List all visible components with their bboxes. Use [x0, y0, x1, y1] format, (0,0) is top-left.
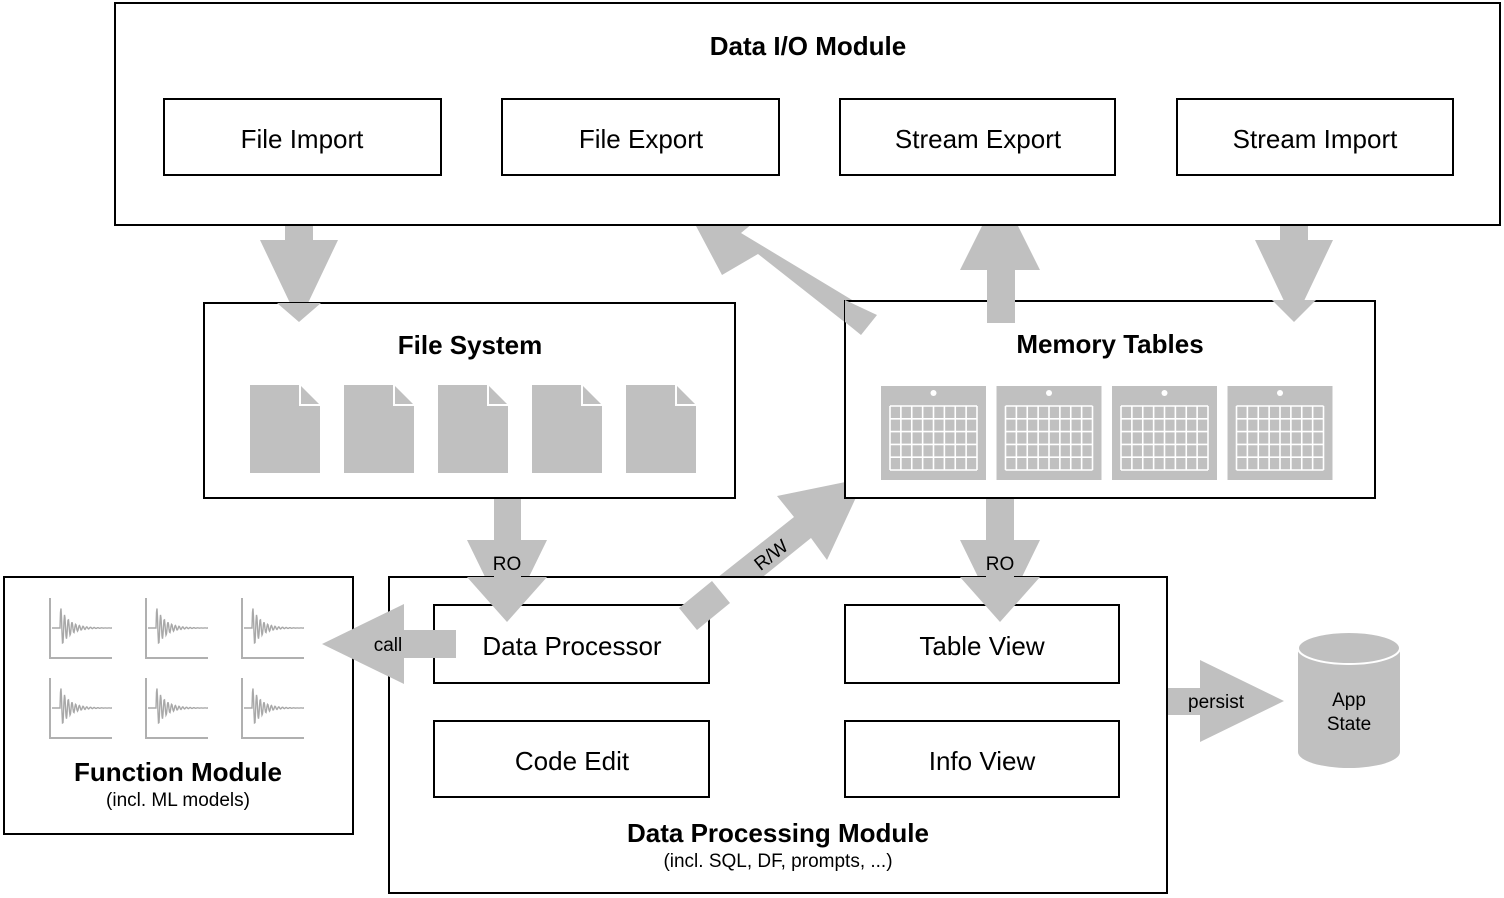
proc-item-code-edit[interactable]: Code Edit: [433, 720, 710, 798]
proc-item-info-view[interactable]: Info View: [844, 720, 1120, 798]
io-item-stream-export[interactable]: Stream Export: [839, 98, 1116, 176]
io-item-stream-import[interactable]: Stream Import: [1176, 98, 1454, 176]
waveform-plot-icon: [241, 598, 304, 659]
file-icon: [532, 385, 602, 473]
arrow-memory-to-file-export: [678, 192, 877, 335]
arrow-rw-tail: [679, 581, 730, 630]
arrow-memory-to-file-export-overlay: [845, 300, 877, 335]
function-module-subtitle: (incl. ML models): [106, 790, 250, 811]
io-module-title: Data I/O Module: [710, 31, 906, 61]
io-item-label: Stream Import: [1233, 124, 1398, 154]
waveform-plot-icon: [49, 598, 112, 659]
processing-module-subtitle: (incl. SQL, DF, prompts, ...): [663, 851, 892, 872]
arrow-filesystem-to-processor: [467, 486, 547, 622]
file-system: File System: [203, 302, 736, 499]
proc-item-data-processor[interactable]: Data Processor: [433, 604, 710, 684]
processing-module-title: Data Processing Module: [627, 818, 929, 848]
table-icon: [1227, 386, 1333, 480]
arrow-ro-left-tip-frame: [494, 560, 521, 577]
proc-item-label: Code Edit: [515, 746, 630, 776]
arrow-file-import-overlay: [277, 303, 321, 322]
table-icons: [881, 386, 1333, 480]
function-module: Function Module (incl. ML models): [3, 576, 354, 835]
table-icon: [996, 386, 1102, 480]
proc-item-label: Data Processor: [482, 631, 662, 661]
processing-module: Data Processor Table View Code Edit Info…: [388, 576, 1168, 894]
waveform-plot-icon: [49, 678, 112, 739]
io-item-file-import[interactable]: File Import: [163, 98, 442, 176]
memory-tables-title: Memory Tables: [1016, 329, 1203, 359]
file-system-title: File System: [398, 330, 543, 360]
arrow-stream-import-overlay: [1272, 300, 1316, 322]
file-icon: [438, 385, 508, 473]
arrow-ro-right-tip: [960, 577, 1040, 622]
plot-icons: [49, 598, 304, 739]
file-icon: [344, 385, 414, 473]
arrow-label-persist: persist: [1188, 692, 1245, 713]
io-module: Data I/O Module File Import File Export …: [114, 2, 1501, 226]
arrow-ro-left-tip: [467, 577, 547, 622]
arrow-call-shaft: [389, 630, 456, 658]
arrow-memory-to-stream-export: [960, 190, 1040, 323]
table-icon: [881, 386, 986, 480]
arrow-label-call: call: [374, 635, 403, 656]
file-icon: [250, 385, 320, 473]
arrow-file-import-to-filesystem: [260, 188, 338, 322]
arrow-ro-right-tip-frame: [986, 560, 1014, 577]
arrow-label-ro-left: RO: [493, 554, 522, 575]
proc-item-table-view[interactable]: Table View: [844, 604, 1120, 684]
io-item-file-export[interactable]: File Export: [501, 98, 780, 176]
file-icon: [626, 385, 696, 473]
arrow-stream-import-to-memory: [1255, 188, 1333, 322]
io-item-label: File Import: [241, 124, 365, 154]
app-state-label-line1: App: [1332, 690, 1366, 711]
function-module-title: Function Module: [74, 757, 282, 787]
arrow-memory-to-tableview: [960, 486, 1040, 622]
waveform-plot-icon: [145, 678, 208, 739]
table-icon: [1112, 386, 1217, 480]
file-icons: [250, 385, 696, 473]
arrow-processing-to-appstate: [1148, 660, 1284, 742]
proc-item-label: Info View: [929, 746, 1036, 776]
arrow-label-ro-right: RO: [986, 554, 1015, 575]
proc-item-label: Table View: [919, 631, 1044, 661]
waveform-plot-icon: [145, 598, 208, 659]
memory-tables: Memory Tables: [844, 300, 1376, 499]
arrow-memory-to-stream-export-overlay: [987, 300, 1015, 323]
app-state-database-icon: App State: [1297, 631, 1401, 768]
io-item-label: Stream Export: [895, 124, 1062, 154]
io-item-label: File Export: [579, 124, 704, 154]
waveform-plot-icon: [241, 678, 304, 739]
app-state-label-line2: State: [1327, 714, 1371, 735]
arrow-call-head: [322, 604, 404, 684]
